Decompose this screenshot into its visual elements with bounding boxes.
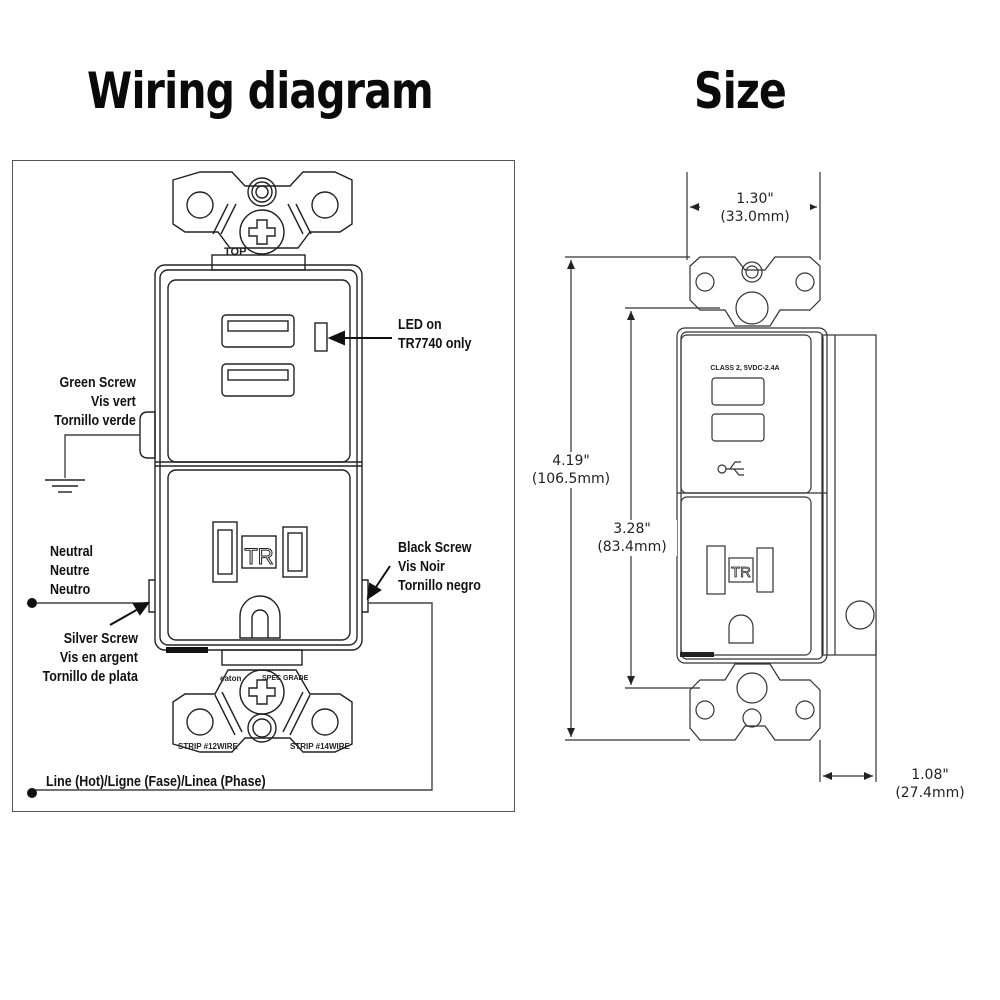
usb-symbol-icon [717,461,744,476]
neutral-terminal-dot [27,598,37,608]
width-dimension-label: 1.30" (33.0mm) [700,190,810,226]
brand-marking: eaton [220,674,241,683]
body-height-dimension-label: 3.28" (83.4mm) [587,520,677,556]
led-indicator-icon [314,322,328,352]
overall-height-dimension-label: 4.19" (106.5mm) [522,452,620,488]
neutral-label: Neutral Neutre Neutro [50,544,93,598]
size-tr-badge [728,557,754,583]
wiring-diagram-heading: Wiring diagram [87,62,434,120]
outlet-slot-left-icon [212,521,238,583]
outlet-slot-right-icon [282,526,308,578]
silver-screw-icon [148,579,155,613]
size-usb-port-icon [711,413,765,442]
black-screw-arrow [373,565,391,591]
silver-screw-label: Silver Screw Vis en argent Tornillo de p… [42,631,138,685]
strip-left-marking: STRIP #12WIRE [178,742,239,751]
ground-wire [64,434,140,478]
silver-screw-arrow [109,607,141,626]
tamper-resistant-badge [241,535,277,569]
line-terminal-dot [27,788,37,798]
size-usb-port-icon [711,377,765,406]
line-hot-label: Line (Hot)/Ligne (Fase)/Linea (Phase) [46,774,266,790]
usb-port-icon [221,363,295,397]
green-screw-label: Green Screw Vis vert Tornillo verde [54,375,136,429]
size-outlet-slot-left [706,545,726,595]
size-heading: Size [694,62,787,120]
bottom-mounting-strap [172,649,353,753]
black-screw-label: Black Screw Vis Noir Tornillo negro [398,540,481,594]
top-marking: TOP [224,246,246,258]
rating-marking: CLASS 2, 5VDC-2.4A [710,365,779,372]
size-bottom-screw-icon [736,672,768,704]
depth-dimension-label: 1.08" (27.4mm) [895,767,965,801]
ground-hole-icon [239,595,281,639]
top-mounting-screw-icon [239,209,285,255]
grade-marking: SPEC GRADE [262,675,309,682]
strip-right-marking: STRIP #14WIRE [290,742,351,751]
line-hot-wire [30,602,433,791]
size-side-screw-icon [845,600,875,630]
tr-marking: TR [244,544,273,569]
size-receptacle-body [676,327,828,664]
size-top-screw-icon [735,291,769,325]
usb-port-icon [221,314,295,348]
wiring-diagram-frame [12,160,515,812]
top-mounting-strap [172,171,353,255]
size-ground-hole [728,614,754,644]
size-tr-marking: TR [731,564,751,581]
led-label: LED on TR7740 only [398,317,472,352]
size-outlet-slot-right [756,547,774,593]
green-screw-icon [139,411,156,459]
